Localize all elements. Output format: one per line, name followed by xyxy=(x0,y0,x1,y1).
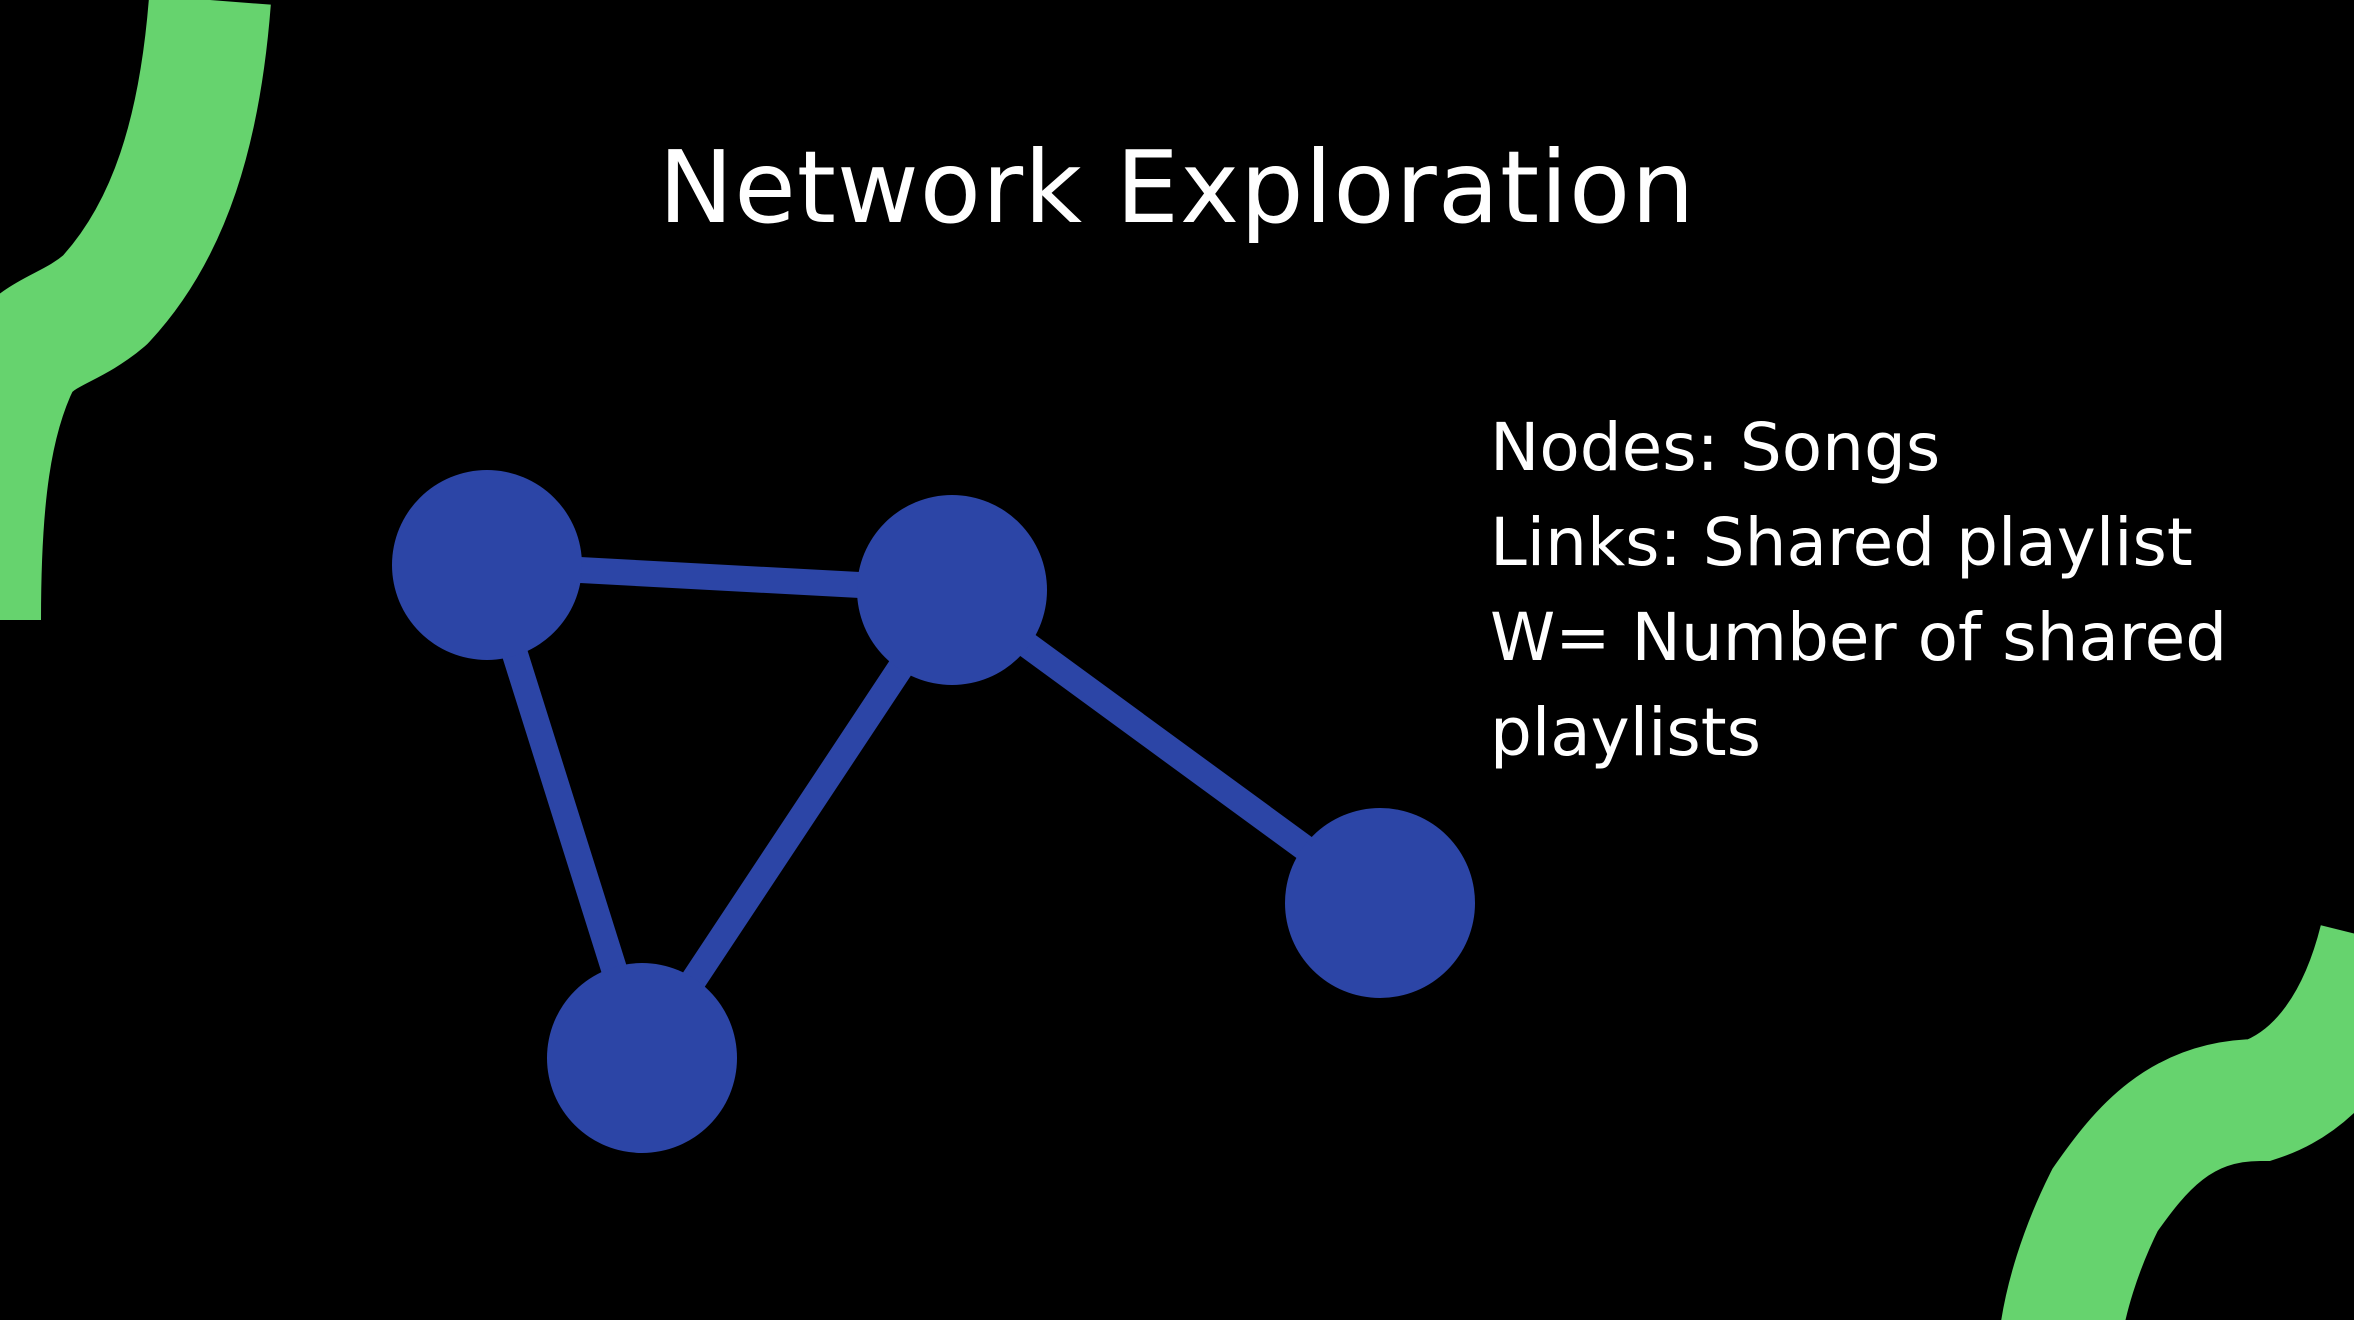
description-text: Nodes: Songs Links: Shared playlist W= N… xyxy=(1490,400,2270,780)
text-line-nodes: Nodes: Songs xyxy=(1490,409,1941,486)
node-3 xyxy=(547,963,737,1153)
node-4 xyxy=(1285,808,1475,998)
text-line-links: Links: Shared playlist xyxy=(1490,504,2193,581)
slide-title: Network Exploration xyxy=(658,129,1696,246)
node-1 xyxy=(392,470,582,660)
top-left-swoosh xyxy=(0,0,271,621)
bottom-right-swoosh xyxy=(2001,924,2354,1320)
node-2 xyxy=(857,495,1047,685)
text-line-weight: W= Number of shared playlists xyxy=(1490,599,2228,771)
nodes xyxy=(392,470,1475,1153)
